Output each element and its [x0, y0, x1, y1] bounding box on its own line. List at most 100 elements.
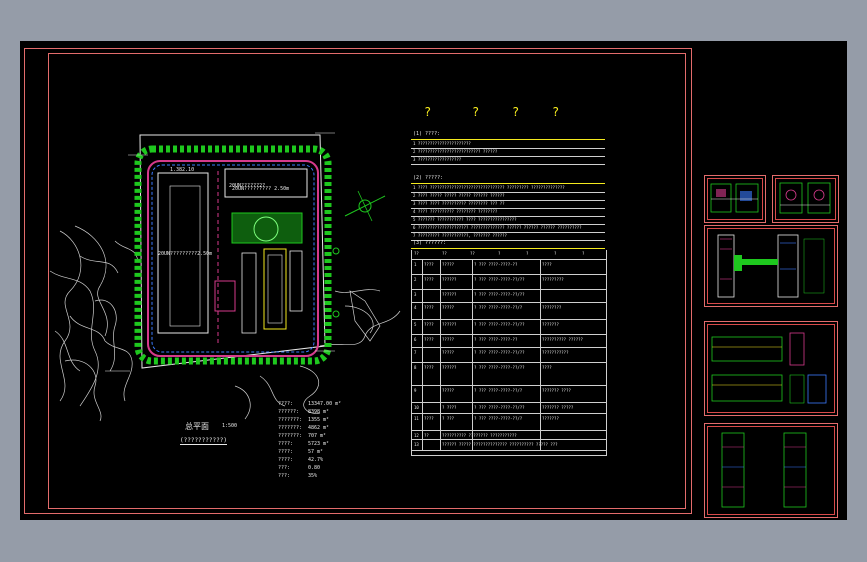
- table-header-cell: ?: [498, 251, 501, 256]
- table-row: 3??????? ??? ????-????-??/??: [412, 290, 606, 303]
- table-row: 5??????????? ??? ????-????-??/?????????: [412, 320, 606, 335]
- table-cell: ?????????: [542, 277, 564, 282]
- thumbnail-floor-plan-sheet-2[interactable]: [772, 175, 839, 223]
- stat-value: 57 m²: [308, 449, 324, 455]
- note-line: 2 ???? ????? ????? ????? ?????? ??????: [411, 193, 605, 201]
- notes-section-2-title: (2) ?????:: [413, 175, 444, 181]
- table-cell: ?????: [442, 388, 455, 393]
- stat-value: 0.80: [308, 465, 321, 471]
- site-label-building: 20UN????????? 2.50m: [232, 186, 290, 192]
- note-line: 1 ??????????????????????: [411, 141, 605, 149]
- elevation-label: 1.382.10: [170, 167, 195, 173]
- table-cell: ??????? ?????: [542, 405, 574, 410]
- table-cell: ????: [424, 365, 434, 370]
- stat-label: ????:: [278, 457, 294, 463]
- table-cell: 8: [414, 365, 417, 370]
- stat-value: 5723 m²: [308, 441, 330, 447]
- notes-section-1-title: (1) ????:: [413, 131, 441, 137]
- table-cell: ????????: [542, 305, 562, 310]
- heading-char-2: ?: [472, 105, 480, 119]
- table-row: 13?????? ????? ?????????????? ??????????…: [412, 440, 606, 451]
- table-row: 8?????????? ? ??? ????-????-??/??????: [412, 363, 606, 386]
- stat-row: ???????:1355 m²: [278, 417, 398, 425]
- table-header-cell: ?: [554, 251, 557, 256]
- table-cell: 5: [414, 322, 417, 327]
- table-cell: ????: [542, 262, 552, 267]
- table-header-cell: ?: [526, 251, 529, 256]
- table-cell: ??????: [442, 277, 457, 282]
- table-cell: ?????: [442, 350, 455, 355]
- plan-scale: 1:500: [222, 423, 238, 429]
- stat-row: ???????:4862 m²: [278, 425, 398, 433]
- table-row: 7?????? ??? ????-????-??/?????????????: [412, 348, 606, 363]
- terrain-contours: [49, 225, 401, 422]
- table-cell: 7: [414, 350, 417, 355]
- stat-label: ???:: [278, 465, 291, 471]
- table-cell: ? ??? ????-????-??/??: [474, 350, 525, 355]
- table-cell: ? ??? ????-????-??/?: [474, 416, 523, 421]
- materials-table: ??????????1?????????? ??? ????-????-????…: [411, 250, 607, 456]
- thumbnail-4-drawing: [711, 332, 827, 404]
- table-cell: 9: [414, 388, 417, 393]
- table-cell: ? ??? ????-????-??: [474, 262, 518, 267]
- stat-row: ????: 42.7%: [278, 457, 398, 465]
- thumbnail-floor-plan-sheet-4[interactable]: [704, 423, 838, 518]
- table-row: 2??????????? ??? ????-????-??/??????????…: [412, 275, 606, 290]
- table-cell: 3: [414, 292, 417, 297]
- site-plan-drawing: [49, 132, 401, 422]
- road-loop: [147, 160, 319, 357]
- stat-value: 35%: [308, 473, 318, 479]
- table-cell: ? ??? ????-????-??/??: [474, 277, 525, 282]
- table-cell: ????: [424, 416, 434, 421]
- table-cell: ????: [424, 322, 434, 327]
- stat-label: ???????:: [278, 433, 303, 439]
- stat-row: ???: 35%: [278, 473, 398, 481]
- stat-row: ???: 0.80: [278, 465, 398, 473]
- note-line: 4 ???? ?????????? ???????? ????????: [411, 209, 605, 217]
- tree-belt: [134, 145, 332, 365]
- note-line: 5 ??????? ??????????? ???? ?????????????…: [411, 217, 605, 225]
- plan-subtitle: (???????????): [180, 437, 227, 445]
- sports-field: [157, 172, 209, 334]
- table-cell: ???????: [542, 416, 559, 421]
- table-cell: ? ????: [442, 405, 457, 410]
- site-statistics: ????:13347.00 m²??????:8398 m²???????:13…: [278, 401, 398, 481]
- table-cell: ?????: [442, 337, 455, 342]
- table-cell: ??????: [442, 365, 457, 370]
- thumbnail-floor-plan-sheet-1[interactable]: [704, 175, 766, 223]
- garden-area: [231, 212, 303, 244]
- table-cell: ?????? ????? ?????????????? ?????????? ?…: [442, 442, 558, 447]
- table-row: 1?????????? ??? ????-????-??????: [412, 260, 606, 275]
- stat-value: 8398 m²: [308, 409, 330, 415]
- stat-label: ??????:: [278, 409, 300, 415]
- table-cell: ? ??? ????-????-??/?: [474, 305, 523, 310]
- table-cell: ? ??? ????-????-??: [474, 337, 518, 342]
- thumbnail-2-drawing: [779, 182, 831, 214]
- table-row: 10? ????? ??? ????-????-??/????????? ???…: [412, 403, 606, 414]
- stat-row: ????:13347.00 m²: [278, 401, 398, 409]
- thumbnail-3-drawing: [717, 234, 825, 298]
- table-header-cell: ??: [442, 251, 447, 256]
- thumbnail-5-drawing: [721, 432, 807, 508]
- thumbnail-1-drawing: [710, 183, 759, 213]
- stat-value: 42.7%: [308, 457, 324, 463]
- table-cell: ?????????? ??????: [542, 337, 583, 342]
- stat-value: 1355 m²: [308, 417, 330, 423]
- cad-drawing-canvas[interactable]: 20UN??????2? 20UN?????????2.50m 20UN????…: [20, 41, 847, 520]
- table-cell: ????: [424, 305, 434, 310]
- table-cell: ????: [542, 365, 552, 370]
- table-cell: ? ??? ????-????-??/??: [474, 322, 525, 327]
- table-cell: ??????: [442, 322, 457, 327]
- table-cell: ??: [424, 433, 429, 438]
- building-north: [224, 168, 308, 198]
- table-cell: ? ??? ????-????-??/??: [474, 365, 525, 370]
- heading-char-3: ?: [512, 105, 520, 119]
- thumbnail-floor-plan-sheet-3[interactable]: [704, 225, 838, 307]
- stat-label: ???:: [278, 473, 291, 479]
- table-cell: ??????? ????: [542, 388, 571, 393]
- table-cell: ?????????? ???????? ???????????: [442, 433, 517, 438]
- stat-value: 707 m²: [308, 433, 327, 439]
- table-header-cell: ?: [582, 251, 585, 256]
- thumbnail-elevation-sheet[interactable]: [704, 321, 838, 416]
- stat-label: ????:: [278, 401, 294, 407]
